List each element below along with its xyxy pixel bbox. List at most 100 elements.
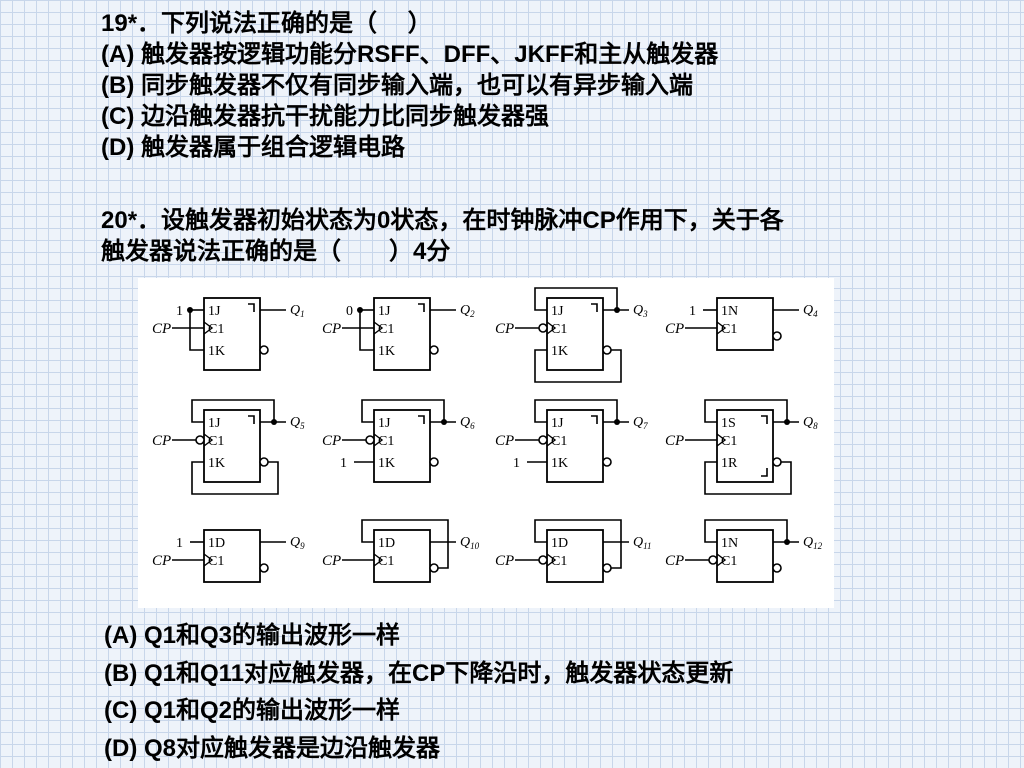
clock-pin-label: C1 — [208, 322, 224, 337]
inverted-output-bubble — [772, 457, 782, 467]
clock-indicator — [203, 553, 214, 567]
clock-indicator — [373, 433, 384, 447]
question-19-stem: 19*．下列说法正确的是（ ） — [101, 10, 432, 37]
output-label: Q11 — [633, 535, 651, 551]
input-pin-label: 1K — [378, 456, 395, 471]
wire — [591, 303, 598, 312]
wire — [361, 399, 445, 423]
question-20-option-b: (B) Q1和Q11对应触发器，在CP下降沿时，触发器状态更新 — [104, 659, 734, 687]
input-pin-label: 1S — [721, 416, 736, 431]
clock-pin-label: C1 — [378, 554, 394, 569]
input-pin-label: 1J — [551, 304, 564, 319]
inverted-output-bubble — [429, 345, 439, 355]
clock-inversion-bubble — [538, 555, 548, 565]
clock-pin-label: C1 — [721, 554, 737, 569]
output-label: Q2 — [460, 303, 475, 319]
wire — [248, 303, 255, 312]
clock-indicator — [373, 321, 384, 335]
clock-inversion-bubble — [365, 435, 375, 445]
clock-indicator — [373, 553, 384, 567]
junction-dot — [614, 419, 620, 425]
input-pin-label: 1J — [551, 416, 564, 431]
input-pin-label: 1J — [378, 416, 391, 431]
clock-indicator — [546, 553, 557, 567]
clock-pin-label: C1 — [721, 434, 737, 449]
flip-flop-body — [716, 529, 774, 583]
question-20-option-c: (C) Q1和Q2的输出波形一样 — [104, 697, 401, 724]
clock-indicator — [546, 321, 557, 335]
output-label: Q4 — [803, 303, 818, 319]
constant-input-label: 1 — [340, 456, 347, 471]
constant-input-label: 1 — [513, 456, 520, 471]
junction-dot — [784, 419, 790, 425]
clock-pin-label: C1 — [721, 322, 737, 337]
clock-input-label: CP — [322, 553, 341, 569]
input-pin-label: 1N — [721, 304, 738, 319]
constant-input-label: 0 — [346, 304, 353, 319]
input-pin-label: 1K — [208, 344, 225, 359]
inverted-output-bubble — [772, 563, 782, 573]
output-label: Q10 — [460, 535, 480, 551]
output-label: Q1 — [290, 303, 305, 319]
junction-dot — [187, 307, 193, 313]
clock-input-label: CP — [152, 433, 171, 449]
inverted-output-bubble — [602, 345, 612, 355]
wire — [359, 310, 374, 351]
question-20-options: (A) Q1和Q3的输出波形一样 (B) Q1和Q11对应触发器，在CP下降沿时… — [104, 617, 733, 767]
wire — [191, 461, 279, 495]
input-pin-label: 1J — [378, 304, 391, 319]
output-label: Q8 — [803, 415, 818, 431]
clock-input-label: CP — [322, 321, 341, 337]
input-pin-label: 1K — [551, 456, 568, 471]
clock-pin-label: C1 — [551, 322, 567, 337]
wire — [761, 468, 768, 477]
question-19-option-d: (D) 触发器属于组合逻辑电路 — [101, 134, 405, 161]
clock-pin-label: C1 — [208, 554, 224, 569]
input-pin-label: 1J — [208, 416, 221, 431]
wire — [704, 399, 788, 423]
inverted-output-bubble — [429, 457, 439, 467]
flip-flop-body — [716, 409, 774, 483]
input-pin-label: 1N — [721, 536, 738, 551]
inverted-output-bubble — [602, 563, 612, 573]
clock-inversion-bubble — [195, 435, 205, 445]
clock-inversion-bubble — [708, 555, 718, 565]
question-20-stem: 20*．设触发器初始状态为0状态，在时钟脉冲CP作用下，关于各 触发器说法正确的… — [101, 205, 784, 267]
flip-flop-body — [373, 297, 431, 371]
wire — [534, 519, 622, 569]
flip-flop-body — [546, 297, 604, 371]
clock-input-label: CP — [322, 433, 341, 449]
wire — [189, 310, 204, 351]
inverted-output-bubble — [259, 457, 269, 467]
wire — [704, 461, 792, 495]
wire — [418, 303, 425, 312]
wire — [704, 519, 788, 543]
clock-input-label: CP — [152, 321, 171, 337]
clock-input-label: CP — [665, 553, 684, 569]
inverted-output-bubble — [602, 457, 612, 467]
wire — [191, 399, 275, 423]
wire — [248, 415, 255, 424]
clock-input-label: CP — [665, 321, 684, 337]
inverted-output-bubble — [772, 331, 782, 341]
clock-input-label: CP — [152, 553, 171, 569]
flip-flop-body — [716, 297, 774, 351]
question-20-stem-line-2: 触发器说法正确的是（ ）4分 — [101, 238, 451, 265]
question-19: 19*．下列说法正确的是（ ） (A) 触发器按逻辑功能分RSFF、DFF、JK… — [101, 8, 718, 163]
clock-indicator — [546, 433, 557, 447]
junction-dot — [614, 307, 620, 313]
clock-inversion-bubble — [538, 323, 548, 333]
question-19-option-a: (A) 触发器按逻辑功能分RSFF、DFF、JKFF和主从触发器 — [101, 41, 719, 68]
junction-dot — [271, 419, 277, 425]
question-19-option-c: (C) 边沿触发器抗干扰能力比同步触发器强 — [101, 103, 549, 130]
clock-input-label: CP — [495, 321, 514, 337]
clock-input-label: CP — [495, 553, 514, 569]
clock-pin-label: C1 — [378, 434, 394, 449]
